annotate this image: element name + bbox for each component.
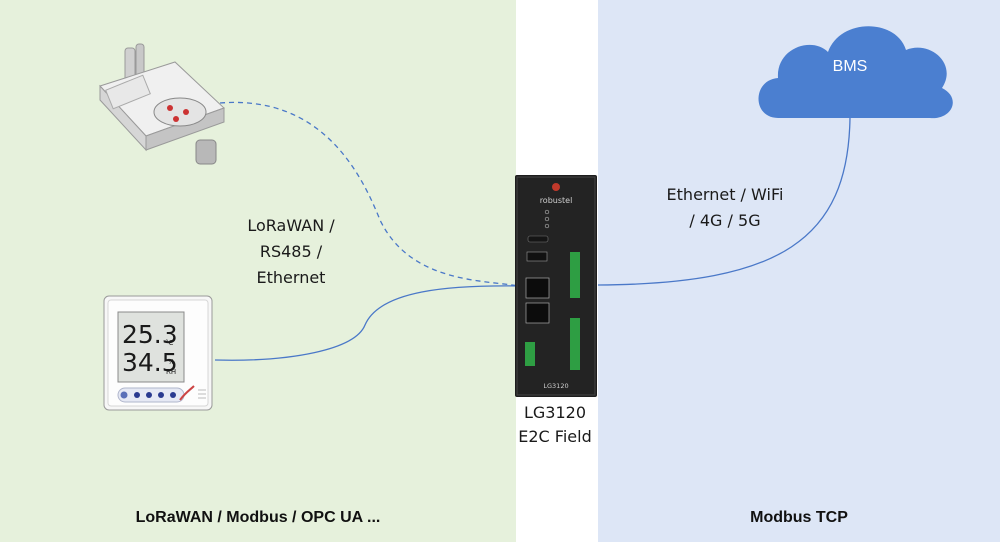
cloud-solid-link xyxy=(597,117,851,286)
temperature-humidity-sensor-icon: 25.3 °C 34.5 % RH xyxy=(103,295,213,411)
right-zone-title: Modbus TCP xyxy=(750,509,848,526)
cloud-label: BMS xyxy=(832,58,868,75)
right-link-label-line: / 4G / 5G xyxy=(689,211,761,230)
right-link-label: Ethernet / WiFi / 4G / 5G xyxy=(630,182,820,234)
gateway-label-line: E2C Field xyxy=(518,427,592,446)
gateway-brand-print: robustel xyxy=(540,196,573,205)
gateway-label-line: LG3120 xyxy=(523,403,587,422)
right-link-label-line: Ethernet / WiFi xyxy=(666,185,784,204)
sensor-solid-link xyxy=(214,285,521,361)
left-link-label-line: LoRaWAN / xyxy=(247,216,335,235)
left-zone-title: LoRaWAN / Modbus / OPC UA ... xyxy=(135,509,381,526)
left-link-label-line: Ethernet xyxy=(256,268,326,287)
meter-dashed-link xyxy=(219,101,521,287)
cloud-icon xyxy=(758,26,953,119)
temperature-readout: 25.3 xyxy=(122,320,178,349)
humidity-sub-unit: RH xyxy=(166,368,176,376)
left-zone-background xyxy=(0,0,516,542)
temperature-unit: °C xyxy=(165,339,174,347)
humidity-readout: 34.5 xyxy=(122,348,178,377)
gateway-label: LG3120 E2C Field xyxy=(485,401,625,449)
left-link-label: LoRaWAN / RS485 / Ethernet xyxy=(226,213,356,291)
gateway-device-icon: robustel LG3120 xyxy=(515,175,597,397)
left-link-label-line: RS485 / xyxy=(259,242,323,261)
humidity-unit: % xyxy=(168,358,175,366)
gateway-model-print: LG3120 xyxy=(543,382,568,390)
water-meter-icon xyxy=(99,43,225,165)
